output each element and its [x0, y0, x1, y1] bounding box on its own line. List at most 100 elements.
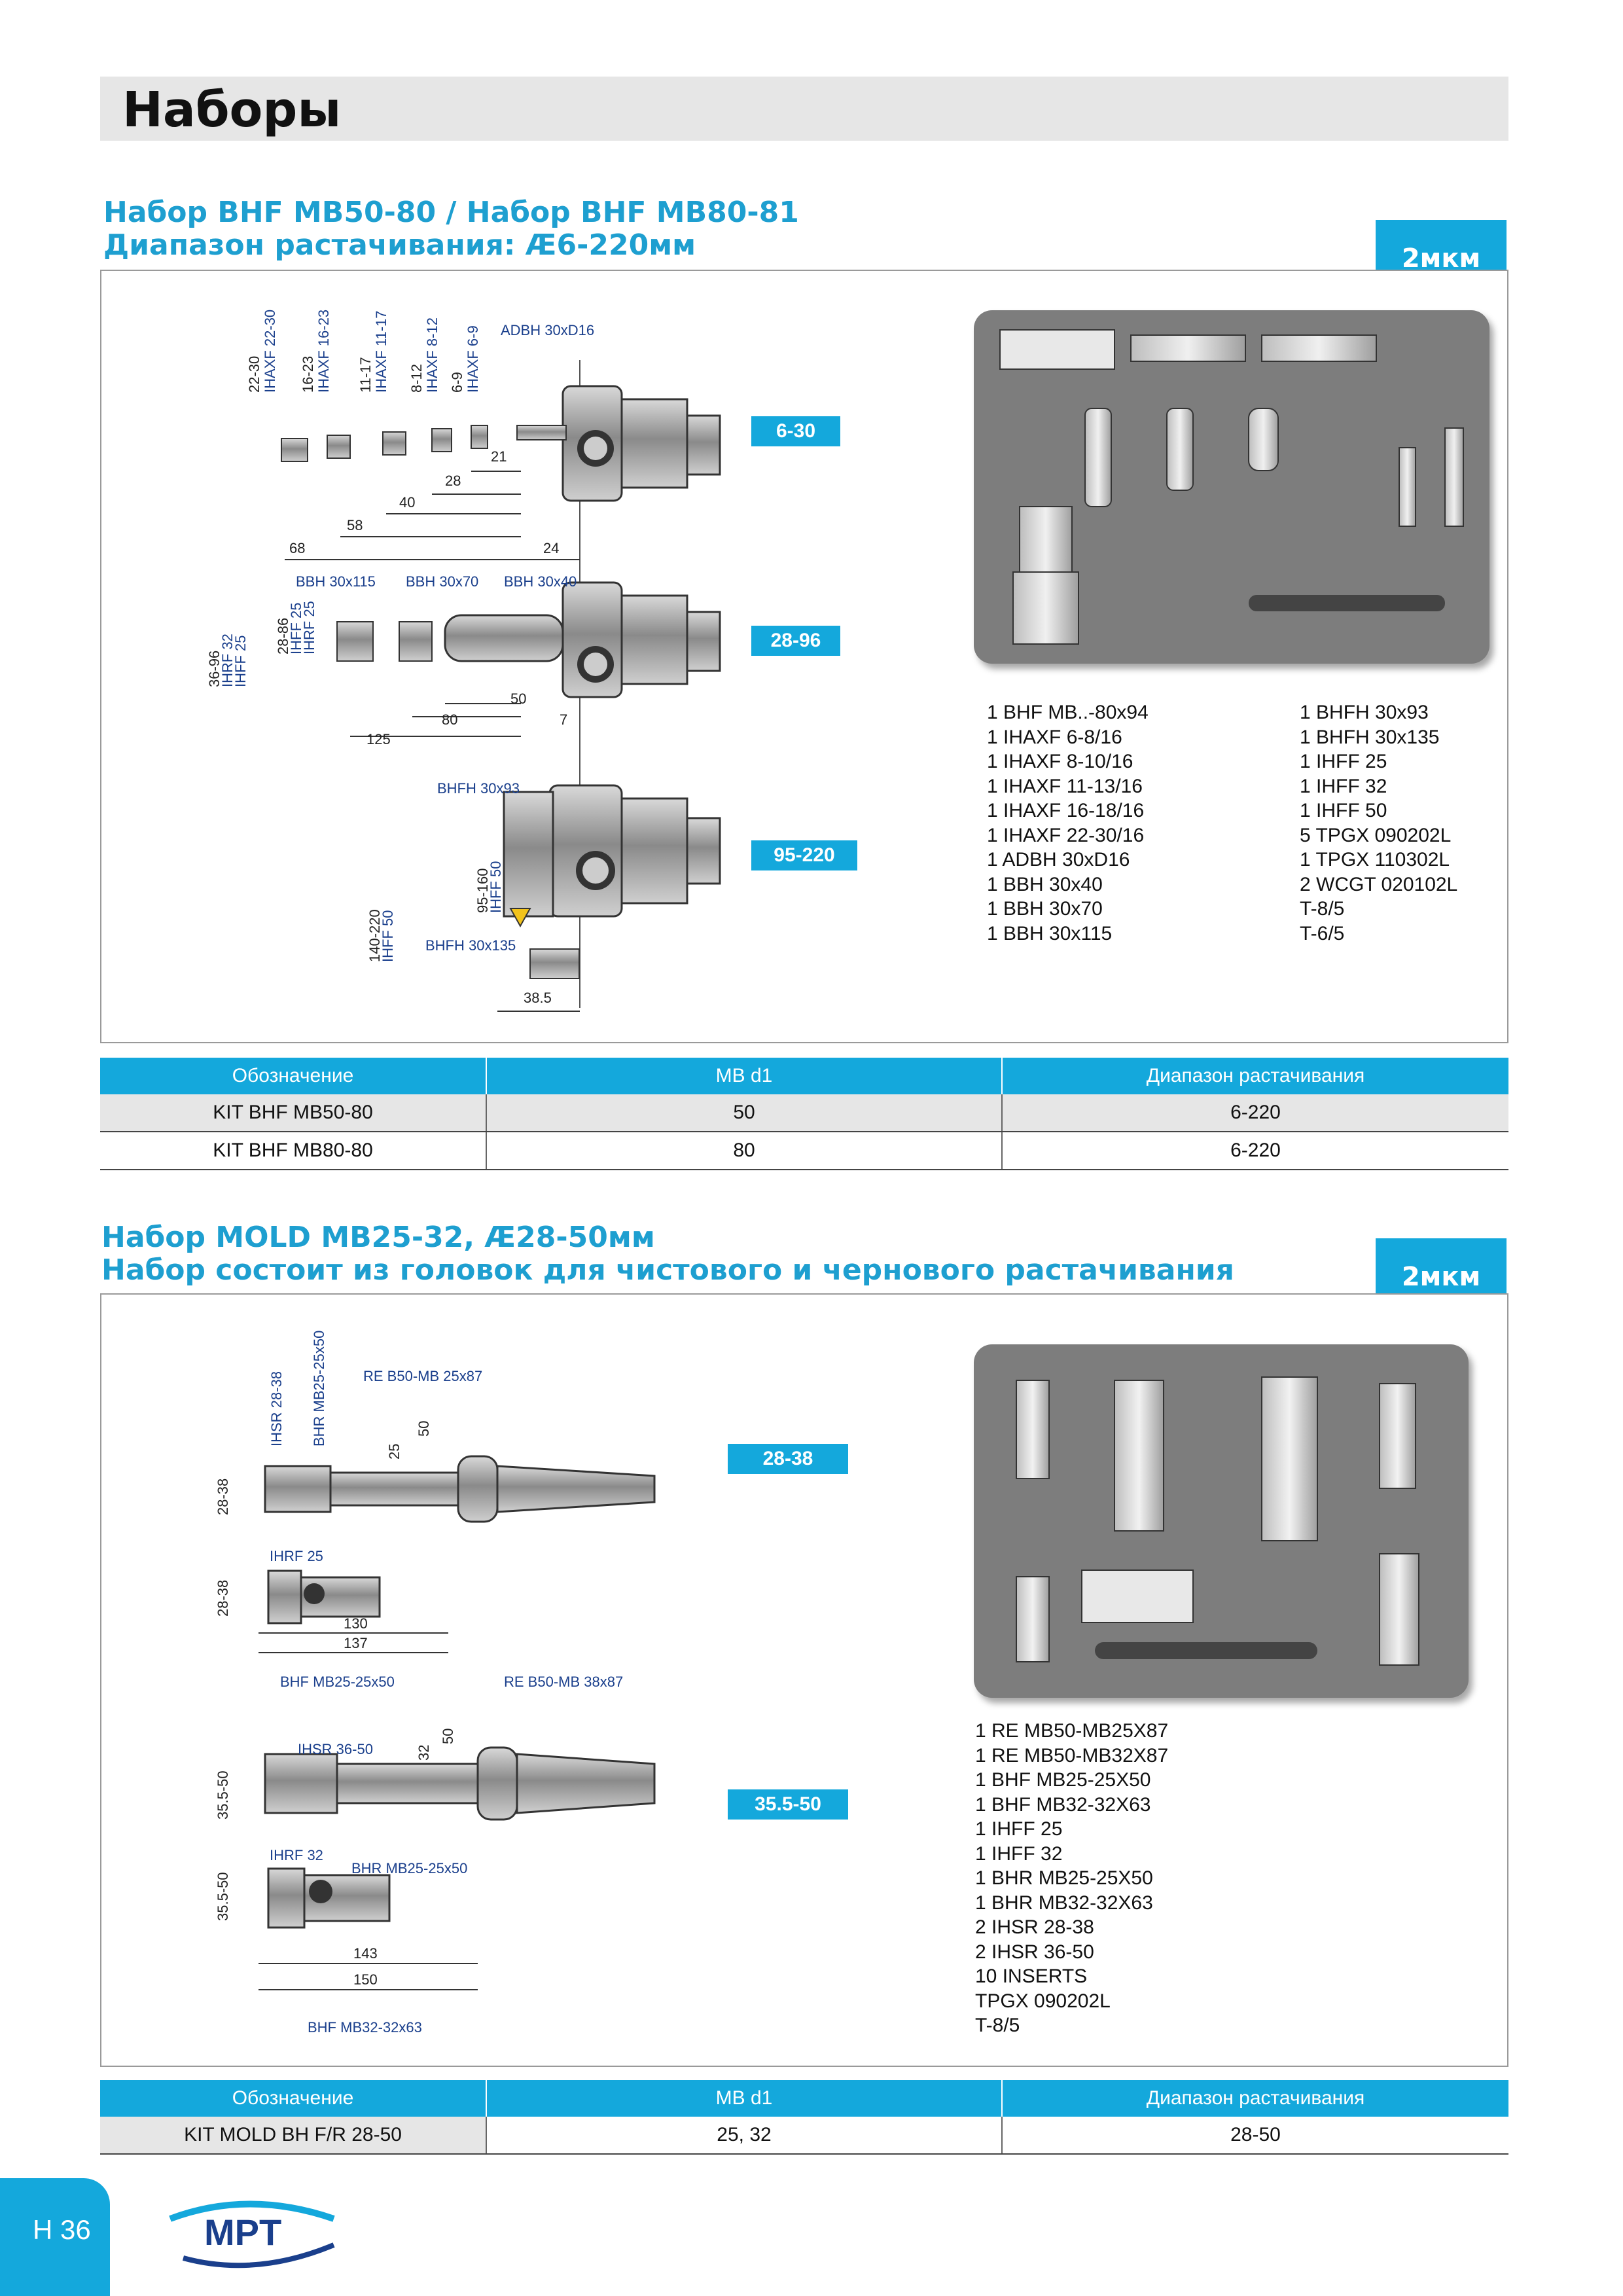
cell-mb-d1: 50 [486, 1094, 1003, 1132]
mold-tool-1 [264, 1455, 656, 1624]
range-box-35-5-50: 35.5-50 [728, 1789, 848, 1820]
dim-143: 143 [353, 1945, 378, 1962]
range-box-6-30: 6-30 [751, 416, 840, 446]
cell-mb-d1: 80 [486, 1132, 1003, 1170]
spec-table-1: Обозначение MB d1 Диапазон растачивания … [100, 1058, 1508, 1170]
contents-item: 1 BHR MB32-32X63 [975, 1892, 1153, 1914]
label-bbh-40: BBH 30x40 [504, 573, 577, 590]
contents-item: 1 BBH 30x40 [987, 873, 1103, 895]
contents-item: 1 TPGX 110302L [1300, 849, 1450, 870]
contents-item: 1 BBH 30x115 [987, 922, 1113, 944]
dim-50: 50 [510, 691, 526, 707]
table-row: KIT MOLD BH F/R 28-50 25, 32 28-50 [100, 2117, 1508, 2155]
label-bhr-25-50-a: BHR MB25-25x50 [311, 1331, 327, 1446]
contents-item: 1 IHFF 32 [1300, 775, 1387, 797]
dim-25: 25 [386, 1444, 402, 1460]
dim-32: 32 [416, 1745, 432, 1761]
dim-137: 137 [344, 1635, 368, 1651]
contents-item: 1 BHR MB25-25X50 [975, 1867, 1153, 1889]
label-range-28-86: 28-86 [275, 618, 291, 655]
label-ihff-50-b: IHFF 50 [380, 910, 396, 962]
section2-title-line2: Набор состоит из головок для чистового и… [101, 1253, 1234, 1287]
label-range-28-38-a: 28-38 [215, 1479, 231, 1515]
cell-range: 6-220 [1002, 1094, 1508, 1132]
table-row: KIT BHF MB50-80 50 6-220 [100, 1094, 1508, 1132]
boring-head-2 [336, 581, 721, 698]
contents-item: T-8/5 [1300, 898, 1345, 920]
dim-68: 68 [289, 540, 305, 556]
label-ihaxf-range-4: 8-12 [408, 364, 425, 393]
boring-head-3 [503, 784, 721, 979]
logo-text: MPT [204, 2212, 281, 2253]
contents-item: 2 IHSR 28-38 [975, 1916, 1094, 1938]
contents-item: 1 RE MB50-MB32X87 [975, 1744, 1169, 1767]
label-ihrf-32: IHRF 32 [219, 634, 236, 687]
cell-designation: KIT BHF MB50-80 [100, 1094, 487, 1132]
contents-item: 5 TPGX 090202L [1300, 824, 1452, 846]
contents-item: 10 INSERTS [975, 1965, 1088, 1987]
range-box-28-96: 28-96 [751, 626, 840, 656]
dim-21: 21 [491, 448, 507, 465]
page-number: H 36 [33, 2214, 91, 2245]
dim-40: 40 [399, 494, 415, 511]
contents-item: 1 BHFH 30x93 [1300, 702, 1429, 723]
contents-item: 1 BHF MB25-25X50 [975, 1769, 1151, 1791]
dim-125: 125 [366, 731, 391, 747]
page-title: Наборы [122, 82, 342, 138]
contents-item: 1 IHAXF 11-13/16 [987, 775, 1143, 797]
label-ihff-25-b: IHFF 25 [288, 603, 304, 655]
kit-photo-1 [974, 310, 1489, 664]
contents-item: 1 BHF MB32-32X63 [975, 1793, 1151, 1816]
dim-80: 80 [442, 711, 457, 728]
contents-item: 1 BHFH 30x135 [1300, 726, 1440, 748]
contents-item: 1 IHAXF 6-8/16 [987, 726, 1122, 748]
ihaxf-bits [281, 425, 488, 462]
label-adbh: ADBH 30xD16 [501, 322, 594, 338]
label-ihaxf-4: IHAXF 8-12 [424, 317, 440, 393]
dim-130: 130 [344, 1615, 368, 1632]
page-title-bar: Наборы [100, 77, 1508, 141]
dim-24: 24 [543, 540, 559, 556]
section1-title-line1: Набор BHF MB50-80 / Набор BHF MB80-81 [103, 196, 799, 229]
cell-designation: KIT MOLD BH F/R 28-50 [100, 2117, 487, 2155]
cell-mb-d1: 25, 32 [486, 2117, 1003, 2155]
label-bbh-115: BBH 30x115 [296, 573, 376, 590]
contents-item: 2 WCGT 020102L [1300, 873, 1458, 895]
range-box-28-38: 28-38 [728, 1444, 848, 1474]
dim-58: 58 [347, 517, 363, 533]
dim-7: 7 [560, 711, 567, 728]
dim-28: 28 [445, 473, 461, 489]
contents-list-2: 1 RE MB50-MB25X87 1 RE MB50-MB32X87 1 BH… [975, 1719, 1168, 2038]
label-ihaxf-range-3: 11-17 [357, 357, 374, 393]
contents-item: 1 IHFF 32 [975, 1842, 1063, 1865]
dim-50-b: 50 [440, 1729, 456, 1744]
col-header-mb-d1: MB d1 [486, 1058, 1003, 1094]
contents-item: 1 ADBH 30xD16 [987, 849, 1130, 870]
label-ihrf-25-s2: IHRF 25 [270, 1548, 323, 1564]
col-header-range: Диапазон растачивания [1002, 2080, 1508, 2117]
label-ihff-25-a: IHFF 25 [232, 636, 249, 687]
kit-photo-2 [974, 1344, 1469, 1698]
label-range-95-160: 95-160 [474, 868, 491, 913]
label-bhfh-135: BHFH 30x135 [425, 937, 516, 954]
cell-range: 6-220 [1002, 1132, 1508, 1170]
contents-item: T-8/5 [975, 2015, 1020, 2036]
label-bhf-32-63: BHF MB32-32x63 [308, 2019, 422, 2036]
contents-list-1a: 1 BHF MB..-80x94 1 IHAXF 6-8/16 1 IHAXF … [987, 700, 1149, 946]
label-ihaxf-range-5: 6-9 [449, 372, 465, 393]
contents-item: T-6/5 [1300, 922, 1345, 944]
col-header-range: Диапазон растачивания [1002, 1058, 1508, 1094]
spec-table-2: Обозначение MB d1 Диапазон растачивания … [100, 2080, 1508, 2155]
label-range-28-38-b: 28-38 [215, 1580, 231, 1617]
table-row: KIT BHF MB80-80 80 6-220 [100, 1132, 1508, 1170]
label-bhr-25-50-b: BHR MB25-25x50 [351, 1860, 467, 1876]
label-bhfh-93: BHFH 30x93 [437, 780, 520, 797]
dim-50-a: 50 [416, 1421, 432, 1437]
label-ihsr-36-50: IHSR 36-50 [298, 1741, 373, 1757]
label-ihaxf-range-2: 16-23 [300, 356, 316, 393]
contents-item: 2 IHSR 36-50 [975, 1941, 1094, 1963]
cell-range: 28-50 [1002, 2117, 1508, 2155]
label-ihaxf-range-1: 22-30 [246, 356, 262, 393]
contents-item: 1 IHAXF 22-30/16 [987, 824, 1145, 846]
contents-item: 1 BHF MB..-80x94 [987, 702, 1149, 723]
